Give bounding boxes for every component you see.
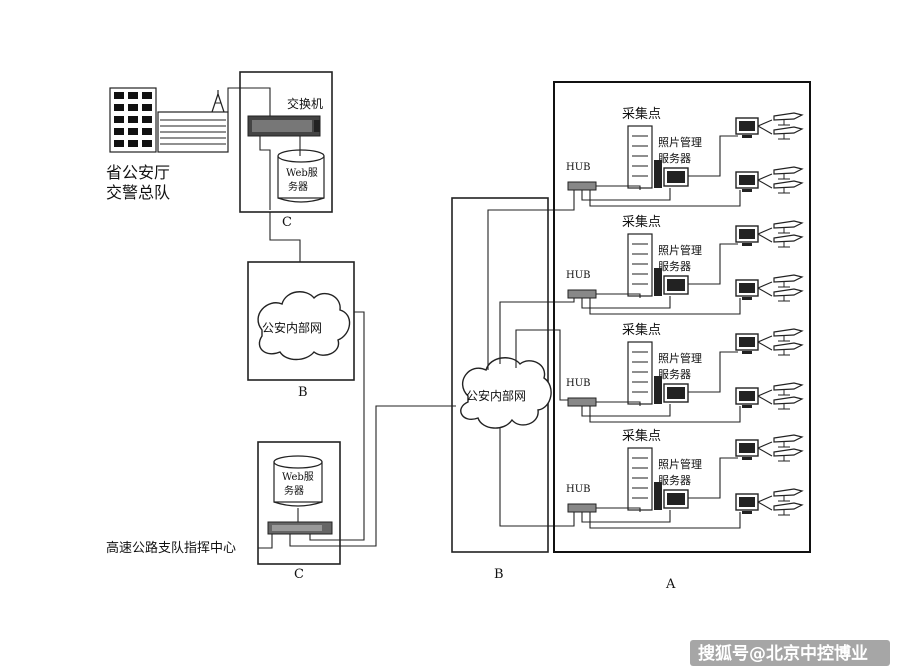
camera-icon [773, 180, 804, 194]
hub-device [567, 397, 597, 407]
watermark-backdrop [690, 640, 890, 666]
camera-icon [773, 274, 804, 288]
web-server-database-icon-bottom [273, 455, 323, 507]
intranet-cloud-left [257, 291, 351, 361]
photo-server-label-line1: 照片管理 [658, 243, 702, 257]
intranet-label-middle: 公安内部网 [466, 388, 526, 403]
label-b-left: B [298, 385, 308, 400]
photo-server-label-line2: 服务器 [658, 152, 691, 165]
camera-icon [773, 382, 804, 396]
photo-server-label-line2: 服务器 [658, 368, 691, 381]
camera-icon [773, 342, 804, 356]
collect-point-label: 采集点 [622, 428, 661, 444]
camera-icon [773, 126, 804, 140]
photo-server-label-line1: 照片管理 [658, 135, 702, 149]
photo-server-label-line1: 照片管理 [658, 457, 702, 471]
monitor-icon [735, 171, 759, 192]
workstation-icon [654, 482, 689, 510]
monitor-icon [735, 225, 759, 246]
monitor-icon [735, 439, 759, 460]
hub-label: HUB [566, 484, 591, 495]
camera-icon [773, 502, 804, 516]
watermark: 搜狐号@北京中控博业 [698, 643, 868, 664]
collect-point-label: 采集点 [622, 214, 661, 230]
hub-device [567, 181, 597, 191]
camera-icon [773, 288, 804, 302]
web-server-label-line1: Web服 [286, 167, 318, 179]
workstation-icon [654, 160, 689, 188]
camera-icon [773, 328, 804, 342]
hub-label: HUB [566, 162, 591, 173]
workstation-icon [654, 268, 689, 296]
c-box-top [239, 71, 333, 213]
server-tower-icon [627, 233, 653, 297]
hub-device-bottom [267, 521, 333, 535]
label-c-top: C [282, 215, 292, 230]
intranet-label-left: 公安内部网 [262, 320, 322, 335]
server-tower-icon [627, 125, 653, 189]
camera-icon [773, 488, 804, 502]
police-dept-building [109, 87, 157, 153]
camera-icon [773, 434, 804, 448]
dept-label-line1: 省公安厅 [106, 163, 170, 182]
camera-icon [773, 166, 804, 180]
monitor-icon [735, 279, 759, 300]
switch-label: 交换机 [287, 96, 323, 111]
web-server-bottom-label-line2: 务器 [284, 484, 304, 497]
photo-server-label-line1: 照片管理 [658, 351, 702, 365]
c-box-bottom [257, 441, 341, 565]
web-server-database-icon [277, 149, 325, 203]
camera-icon [773, 112, 804, 126]
camera-icon [773, 396, 804, 410]
web-server-label-line2: 务器 [288, 180, 308, 193]
hub-device [567, 503, 597, 513]
collect-point-label: 采集点 [622, 106, 661, 122]
monitor-icon [735, 493, 759, 514]
workstation-icon [654, 376, 689, 404]
web-server-bottom-label-line1: Web服 [282, 471, 314, 483]
photo-server-label-line2: 服务器 [658, 260, 691, 273]
server-tower-icon [627, 447, 653, 511]
label-a: A [665, 577, 676, 592]
label-b-middle: B [494, 567, 504, 582]
dept-label-line2: 交警总队 [106, 183, 170, 202]
hub-label: HUB [566, 270, 591, 281]
hub-label: HUB [566, 378, 591, 389]
photo-server-label-line2: 服务器 [658, 474, 691, 487]
hub-device [567, 289, 597, 299]
building-annex [157, 111, 229, 153]
server-tower-icon [627, 341, 653, 405]
monitor-icon [735, 387, 759, 408]
antenna-tower-icon [211, 90, 225, 113]
b-box-left [247, 261, 355, 381]
monitor-icon [735, 333, 759, 354]
camera-icon [773, 234, 804, 248]
camera-icon [773, 448, 804, 462]
label-c-bottom: C [294, 567, 304, 582]
camera-icon [773, 220, 804, 234]
b-box-middle [451, 197, 549, 553]
monitor-icon [735, 117, 759, 138]
hq-center-label: 高速公路支队指挥中心 [106, 540, 236, 556]
collect-point-label: 采集点 [622, 322, 661, 338]
switch-device [247, 115, 321, 137]
a-box [553, 81, 811, 553]
